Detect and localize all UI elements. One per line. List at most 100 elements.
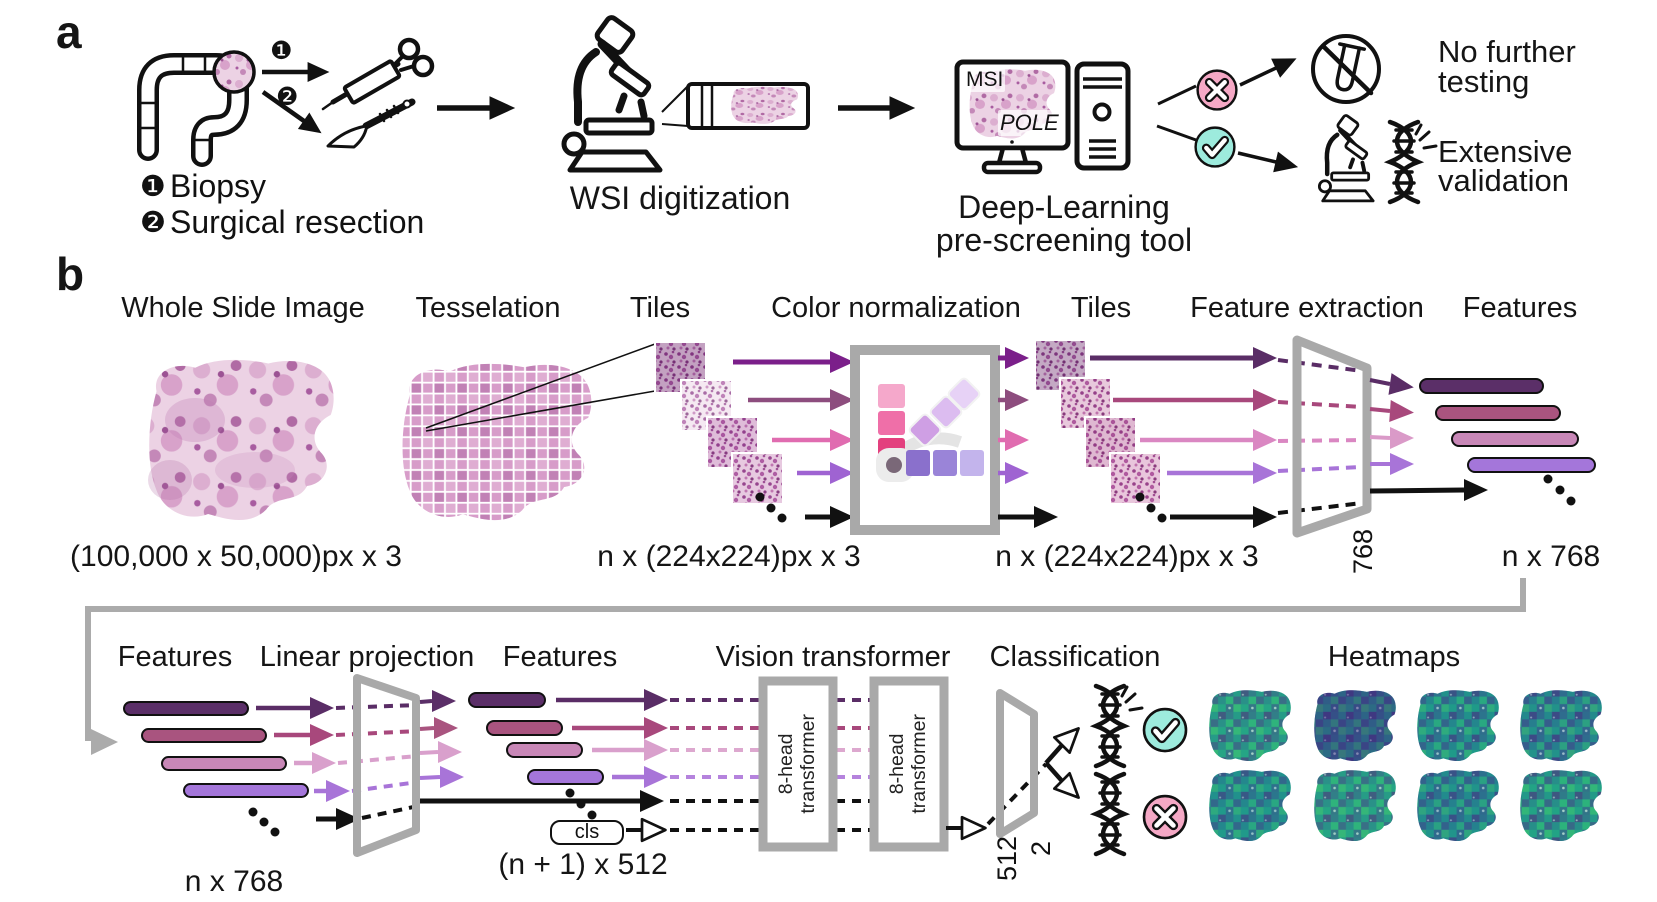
tesselation-label: Tesselation <box>415 292 561 324</box>
x-mark-icon-2 <box>1144 796 1186 838</box>
wsi-label: Whole Slide Image <box>121 292 365 324</box>
features-bars-b2 <box>468 692 604 785</box>
no-test-tube-icon <box>1311 34 1381 104</box>
extractor-dashed-lines <box>1277 358 1363 515</box>
transformer-block-2 <box>869 676 949 852</box>
tiles-label: Tiles <box>629 292 691 324</box>
arrow-to-validation <box>1237 151 1300 177</box>
dna-wildtype-icon <box>1096 774 1124 854</box>
color-norm-label: Color normalization <box>771 292 1021 324</box>
features-caption-b2: (n + 1) x 512 <box>498 848 668 881</box>
wsi-caption: (100,000 x 50,000)px x 3 <box>70 540 402 573</box>
row-connector <box>85 578 1526 755</box>
ellipsis-dots-tiles2 <box>1135 492 1167 523</box>
resection-arrow <box>261 90 327 141</box>
negative-outcome-line1: No further <box>1438 34 1576 69</box>
link-to-positive <box>1156 124 1197 142</box>
heatmaps-grid <box>1209 690 1602 841</box>
panel-b-letter: b <box>56 248 85 300</box>
slide-icon <box>661 82 810 130</box>
features-label-b2: Features <box>502 641 618 673</box>
features-bars-top <box>1419 378 1596 473</box>
color-normalization-box <box>850 345 1000 535</box>
dna-mutated-icon <box>1096 686 1144 766</box>
arrow-to-tool <box>838 96 915 120</box>
colon-icon <box>137 50 256 167</box>
biopsy-needle-icon <box>321 37 435 111</box>
biopsy-badge-icon: ❶ <box>270 37 293 65</box>
monitor-msi-text: MSI <box>964 68 1006 92</box>
transformer-block-2-label: 8-head transformer <box>886 714 930 814</box>
tesselation-image <box>402 363 592 521</box>
legend-resection: ❷ Surgical resection <box>140 204 424 241</box>
ellipsis-dots-features-top <box>1543 474 1576 506</box>
arrow-to-no-testing <box>1239 49 1301 87</box>
tiles2-caption: n x (224x224)px x 3 <box>995 540 1259 573</box>
wsi-image <box>148 359 334 520</box>
color-swatch-icon <box>876 377 984 482</box>
tumor-sample-icon <box>212 50 256 94</box>
classification-trapezoid <box>996 689 1038 838</box>
extractor-dim-label: 768 <box>1348 528 1378 574</box>
legend-biopsy-badge: ❶ <box>140 171 166 203</box>
classifier-out-dim-label: 2 <box>1026 840 1056 856</box>
validation-icon <box>1319 114 1438 202</box>
tiles-cascade-1 <box>654 341 784 505</box>
transformer-block-2-label-wrap: 8-head transformer <box>874 681 944 847</box>
arrows-extractor-to-features <box>1369 373 1488 501</box>
vision-transformer-label: Vision transformer <box>715 641 951 673</box>
arrows-to-transformer <box>556 689 668 843</box>
x-mark-icon <box>1198 71 1237 110</box>
arrows-projection-out <box>419 690 664 812</box>
classification-label: Classification <box>989 641 1161 673</box>
linear-projection-label: Linear projection <box>259 641 475 673</box>
features-caption-top: n x 768 <box>1501 540 1601 573</box>
linear-projection-trapezoid <box>353 674 420 857</box>
legend-biopsy-label: Biopsy <box>170 168 267 204</box>
legend-resection-badge: ❷ <box>140 207 166 239</box>
panel-a-letter: a <box>56 6 82 58</box>
positive-outcome-line2: validation <box>1438 163 1569 198</box>
feature-extraction-label: Feature extraction <box>1190 292 1424 324</box>
wsi-digitization-label: WSI digitization <box>569 180 791 216</box>
ellipsis-dots-b1 <box>248 807 280 837</box>
tiles-caption: n x (224x224)px x 3 <box>597 540 861 573</box>
arrows-to-projection <box>256 697 360 830</box>
link-to-negative <box>1157 84 1197 106</box>
positive-outcome-line1: Extensive <box>1438 134 1573 169</box>
negative-outcome-line2: testing <box>1438 64 1530 99</box>
projection-dashed-lines <box>335 703 419 820</box>
features-label-b1: Features <box>117 641 233 673</box>
monitor-pole-text: POLE <box>998 110 1061 136</box>
features-bars-b1 <box>123 701 309 798</box>
transformer-dashed-rows <box>670 698 872 832</box>
legend-biopsy: ❶ Biopsy <box>140 168 266 205</box>
arrows-norm-to-tiles2 <box>998 347 1058 528</box>
ellipsis-dots-b2 <box>565 788 597 820</box>
transformer-block-1-label-wrap: 8-head transformer <box>763 681 833 847</box>
arrows-tiles2-to-extractor <box>1090 347 1277 528</box>
tiles-cascade-2 <box>1034 339 1162 505</box>
microscope-icon <box>564 16 660 170</box>
arrow-to-classifier <box>946 815 987 841</box>
tool-label-line2: pre-screening tool <box>935 222 1193 258</box>
classifier-in-dim-label: 512 <box>992 835 1022 881</box>
computer-tower-icon <box>1074 61 1131 171</box>
tesselation-callout-lines <box>425 343 656 432</box>
transformer-block-1 <box>758 676 838 852</box>
arrow-to-digitization <box>437 96 515 120</box>
tool-label-line1: Deep-Learning <box>958 189 1170 225</box>
biopsy-arrow <box>262 62 329 82</box>
ellipsis-dots-tiles1 <box>755 492 787 523</box>
features-label-top: Features <box>1462 292 1578 324</box>
check-mark-icon <box>1196 128 1235 167</box>
arrows-tiles-to-norm <box>733 351 854 528</box>
heatmaps-label: Heatmaps <box>1327 641 1461 673</box>
feature-extractor-trapezoid <box>1292 335 1372 538</box>
cls-token-box: cls <box>550 820 624 845</box>
tiles2-label: Tiles <box>1070 292 1132 324</box>
transformer-block-1-label: 8-head transformer <box>775 714 819 814</box>
check-mark-icon-2 <box>1144 709 1186 751</box>
